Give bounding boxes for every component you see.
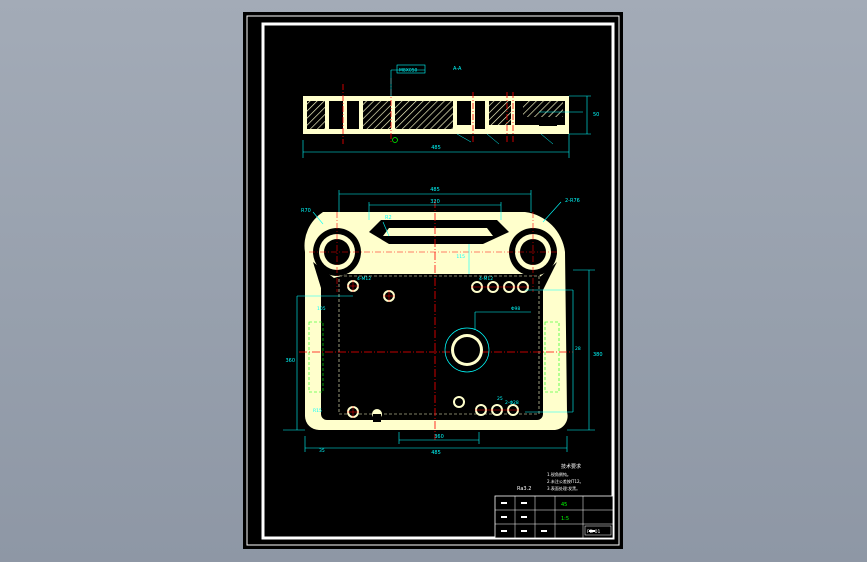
section-label: A-A: [453, 66, 462, 72]
radius-top: R2: [385, 215, 392, 221]
radius-right: 2-R76: [565, 198, 580, 204]
central-bore: [454, 337, 480, 363]
inner-pocket: [321, 274, 543, 420]
bore-label: Φ98: [511, 306, 520, 312]
notes-line-2: 2.未注公差按IT12。: [547, 478, 584, 484]
notes-title: 技术要求: [561, 463, 581, 470]
section-overall-dim: 485: [431, 145, 441, 151]
top-dim-outer: 485: [430, 187, 440, 193]
left-margin-dim: 35: [319, 448, 325, 454]
title-material: 45: [561, 502, 567, 508]
roughness-symbol: Ra3.2: [517, 486, 531, 492]
hole-label-3: 2-Φ28: [505, 400, 519, 406]
hatch-region: [489, 101, 511, 125]
bottom-dim-2: 485: [431, 450, 441, 456]
title-scale: 1:5: [561, 516, 569, 522]
hatch-region: [523, 101, 563, 117]
top-dim-inner: 320: [430, 199, 440, 205]
small-dim-1: 105: [317, 306, 326, 312]
title-drawing-no: FD-01: [587, 529, 601, 535]
small-dim-2: 25: [497, 396, 503, 402]
cad-drawing-sheet: 485 50 M8X050 A-A: [243, 12, 623, 549]
hatch-region: [395, 101, 453, 129]
section-callout: M8X050: [399, 68, 418, 74]
corner-label: R15: [313, 408, 322, 414]
plan-view: 485 320 R70 R2 2-R76 4-M12 4-M12 2-Φ28 Φ…: [283, 187, 603, 456]
hole-label-2: 4-M12: [479, 276, 493, 282]
title-block: 45 1:5 FD-01: [494, 495, 614, 539]
hatch-region: [363, 101, 391, 129]
bore-outer: [444, 327, 490, 373]
inner-frame: [261, 22, 615, 540]
vertical-dim: 115: [456, 254, 465, 260]
right-small-dim: 28: [575, 346, 581, 352]
notes-line-3: 3.表面处理:发黑。: [547, 485, 580, 491]
outer-frame: [246, 15, 620, 546]
technical-notes: 技术要求 1.锐角倒钝。 2.未注公差按IT12。 3.表面处理:发黑。 Ra3…: [517, 463, 584, 492]
notes-line-1: 1.锐角倒钝。: [547, 471, 571, 477]
datum-symbol: [392, 137, 398, 143]
radius-left: R70: [301, 208, 311, 214]
hidden-pocket-left: [308, 321, 324, 393]
hole-label-1: 4-M12: [357, 276, 371, 282]
hatch-region: [307, 101, 325, 129]
right-dim: 380: [593, 352, 603, 358]
hidden-pocket-right: [544, 321, 560, 393]
section-view: 485 50 M8X050 A-A: [302, 64, 599, 158]
bottom-dim-1: 360: [434, 434, 444, 440]
left-dim: 360: [285, 358, 295, 364]
section-height-dim: 50: [593, 112, 599, 118]
